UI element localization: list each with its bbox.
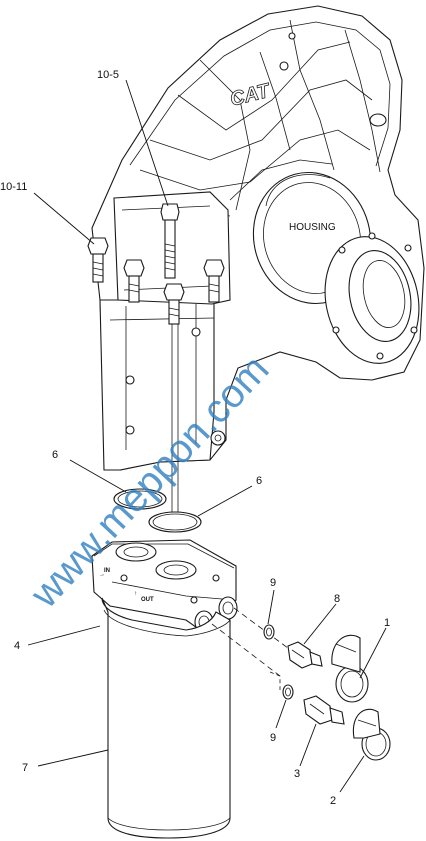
- filter-canister: [101, 597, 231, 839]
- callout-3: 3: [294, 768, 300, 780]
- callouts: 10-5 10-11 6 6 9 8 1 4 9 3 7 2: [0, 69, 390, 807]
- callout-2: 2: [330, 795, 336, 807]
- inlet-mark: ↑: [98, 573, 104, 577]
- o-ring-9-upper: [263, 624, 275, 640]
- dust-cap-1: [331, 634, 369, 703]
- callout-8: 8: [334, 593, 340, 605]
- callout-1: 1: [384, 617, 390, 629]
- fittings: [211, 607, 391, 761]
- callout-9-lower: 9: [270, 732, 276, 744]
- filter-base: ↑ IN ↑ OUT: [91, 539, 238, 634]
- callout-10-5: 10-5: [97, 69, 119, 81]
- o-rings-6: [113, 488, 202, 533]
- bolts: [87, 203, 225, 515]
- bolt-mount-center: [163, 283, 185, 325]
- outlet-label: OUT: [141, 597, 154, 603]
- callout-6-lower: 6: [256, 475, 262, 487]
- callout-9-upper: 9: [270, 577, 276, 589]
- inlet-label: IN: [104, 568, 110, 574]
- adapter-3: [303, 695, 345, 725]
- dust-cap-2: [352, 708, 391, 761]
- bolt-10-11: [87, 237, 109, 283]
- callout-6-upper: 6: [52, 449, 58, 461]
- transmission-housing: CAT HOUSING: [91, 5, 425, 471]
- o-ring-9-lower: [282, 684, 294, 700]
- bolt-mount-right: [203, 259, 225, 303]
- leader-lines: [27, 79, 387, 793]
- callout-4: 4: [14, 640, 20, 652]
- bolt-mount-left: [123, 259, 145, 303]
- bolt-10-5: [160, 203, 180, 279]
- housing-label: HOUSING: [289, 222, 336, 233]
- callout-7: 7: [22, 762, 28, 774]
- outlet-arrow: ↑: [134, 591, 137, 597]
- adapter-8: [287, 641, 323, 669]
- callout-10-11: 10-11: [0, 181, 27, 193]
